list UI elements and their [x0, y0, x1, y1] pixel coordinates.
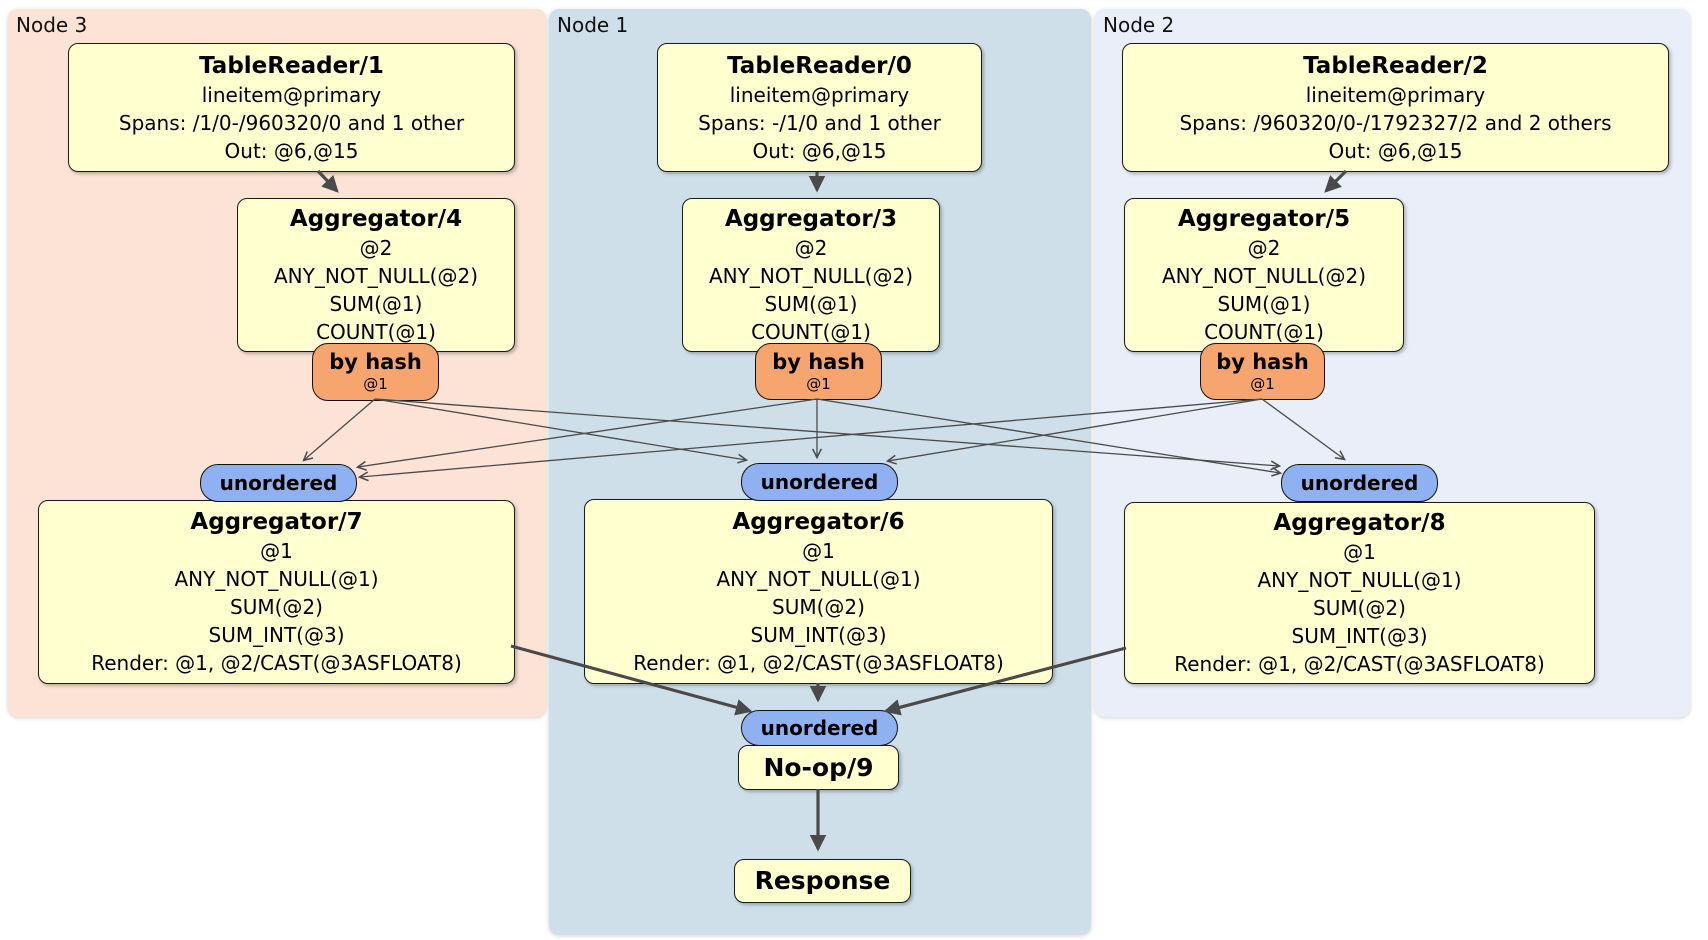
aggregator-5-fn3: COUNT(@1)	[1204, 320, 1324, 344]
aggregator-6-group: @1	[802, 538, 835, 563]
aggregator-6-render: Render: @1, @2/CAST(@3ASFLOAT8)	[633, 650, 1004, 675]
aggregator-6-fn1: ANY_NOT_NULL(@1)	[716, 566, 921, 591]
processor-tablereader-2: TableReader/2 lineitem@primary Spans: /9…	[1122, 43, 1669, 172]
processor-tablereader-1: TableReader/1 lineitem@primary Spans: /1…	[68, 43, 515, 172]
hash-router-node3-label: by hash	[329, 350, 422, 374]
tablereader-0-out: Out: @6,@15	[752, 138, 887, 163]
noop-9-title: No-op/9	[763, 752, 874, 782]
tablereader-1-index: lineitem@primary	[201, 82, 382, 107]
aggregator-4-group: @2	[359, 236, 393, 260]
aggregator-8-fn2: SUM(@2)	[1313, 596, 1406, 620]
response-title: Response	[754, 866, 891, 895]
tablereader-2-title: TableReader/2	[1303, 52, 1488, 79]
aggregator-4-fn2: SUM(@1)	[329, 292, 423, 316]
tablereader-0-title: TableReader/0	[727, 52, 912, 79]
aggregator-4-title: Aggregator/4	[289, 206, 463, 232]
unordered-sync-node2: unordered	[1281, 464, 1438, 502]
hash-router-node1-label: by hash	[772, 349, 865, 374]
node2-label: Node 2	[1103, 13, 1175, 37]
aggregator-3-fn2: SUM(@1)	[764, 292, 858, 316]
aggregator-8-group: @1	[1343, 540, 1376, 564]
tablereader-2-out: Out: @6,@15	[1328, 138, 1463, 163]
aggregator-5-title: Aggregator/5	[1177, 206, 1351, 232]
response-node: Response	[734, 859, 911, 903]
hash-router-node3: by hash @1	[312, 343, 439, 401]
node1-label: Node 1	[557, 13, 629, 37]
aggregator-7-fn2: SUM(@2)	[230, 595, 323, 619]
unordered-sync-node3: unordered	[200, 464, 357, 502]
tablereader-1-spans: Spans: /1/0-/960320/0 and 1 other	[118, 110, 465, 135]
aggregator-4-fn1: ANY_NOT_NULL(@2)	[274, 264, 478, 288]
aggregator-8-fn1: ANY_NOT_NULL(@1)	[1257, 568, 1462, 592]
processor-noop-9: No-op/9	[738, 745, 899, 790]
tablereader-0-index: lineitem@primary	[729, 82, 910, 107]
aggregator-7-fn1: ANY_NOT_NULL(@1)	[174, 567, 379, 591]
tablereader-2-index: lineitem@primary	[1305, 82, 1486, 107]
hash-router-node1-key: @1	[806, 374, 831, 393]
tablereader-0-spans: Spans: -/1/0 and 1 other	[698, 110, 941, 135]
aggregator-4-fn3: COUNT(@1)	[316, 320, 436, 344]
processor-aggregator-4: Aggregator/4 @2 ANY_NOT_NULL(@2) SUM(@1)…	[237, 198, 515, 352]
aggregator-5-fn2: SUM(@1)	[1217, 292, 1311, 316]
processor-tablereader-0: TableReader/0 lineitem@primary Spans: -/…	[657, 43, 982, 172]
aggregator-7-group: @1	[260, 539, 293, 563]
aggregator-7-title: Aggregator/7	[190, 509, 363, 535]
aggregator-8-render: Render: @1, @2/CAST(@3ASFLOAT8)	[1174, 652, 1545, 676]
processor-aggregator-5: Aggregator/5 @2 ANY_NOT_NULL(@2) SUM(@1)…	[1124, 198, 1404, 352]
hash-router-node2-label: by hash	[1216, 349, 1309, 374]
processor-aggregator-3: Aggregator/3 @2 ANY_NOT_NULL(@2) SUM(@1)…	[682, 198, 940, 352]
aggregator-3-fn3: COUNT(@1)	[751, 320, 871, 344]
aggregator-3-fn1: ANY_NOT_NULL(@2)	[709, 264, 913, 288]
aggregator-6-title: Aggregator/6	[732, 508, 905, 535]
tablereader-2-spans: Spans: /960320/0-/1792327/2 and 2 others	[1179, 110, 1612, 135]
hash-router-node2-key: @1	[1250, 374, 1275, 393]
aggregator-7-fn3: SUM_INT(@3)	[208, 623, 345, 647]
aggregator-7-render: Render: @1, @2/CAST(@3ASFLOAT8)	[91, 651, 462, 675]
aggregator-6-fn2: SUM(@2)	[772, 594, 865, 619]
tablereader-1-out: Out: @6,@15	[224, 138, 359, 163]
unordered-sync-node1: unordered	[741, 463, 898, 501]
node3-label: Node 3	[16, 13, 88, 37]
processor-aggregator-8: Aggregator/8 @1 ANY_NOT_NULL(@1) SUM(@2)…	[1124, 502, 1595, 684]
processor-aggregator-6: Aggregator/6 @1 ANY_NOT_NULL(@1) SUM(@2)…	[584, 499, 1053, 684]
aggregator-3-group: @2	[794, 236, 828, 260]
hash-router-node1: by hash @1	[755, 343, 882, 400]
aggregator-3-title: Aggregator/3	[724, 206, 898, 232]
processor-aggregator-7: Aggregator/7 @1 ANY_NOT_NULL(@1) SUM(@2)…	[38, 500, 515, 684]
aggregator-6-fn3: SUM_INT(@3)	[750, 622, 887, 647]
unordered-sync-final: unordered	[741, 710, 898, 746]
hash-router-node2: by hash @1	[1200, 343, 1325, 400]
hash-router-node3-key: @1	[363, 375, 388, 393]
aggregator-5-fn1: ANY_NOT_NULL(@2)	[1162, 264, 1366, 288]
aggregator-8-title: Aggregator/8	[1273, 510, 1446, 536]
aggregator-8-fn3: SUM_INT(@3)	[1291, 624, 1428, 648]
aggregator-5-group: @2	[1247, 236, 1281, 260]
tablereader-1-title: TableReader/1	[199, 52, 384, 79]
